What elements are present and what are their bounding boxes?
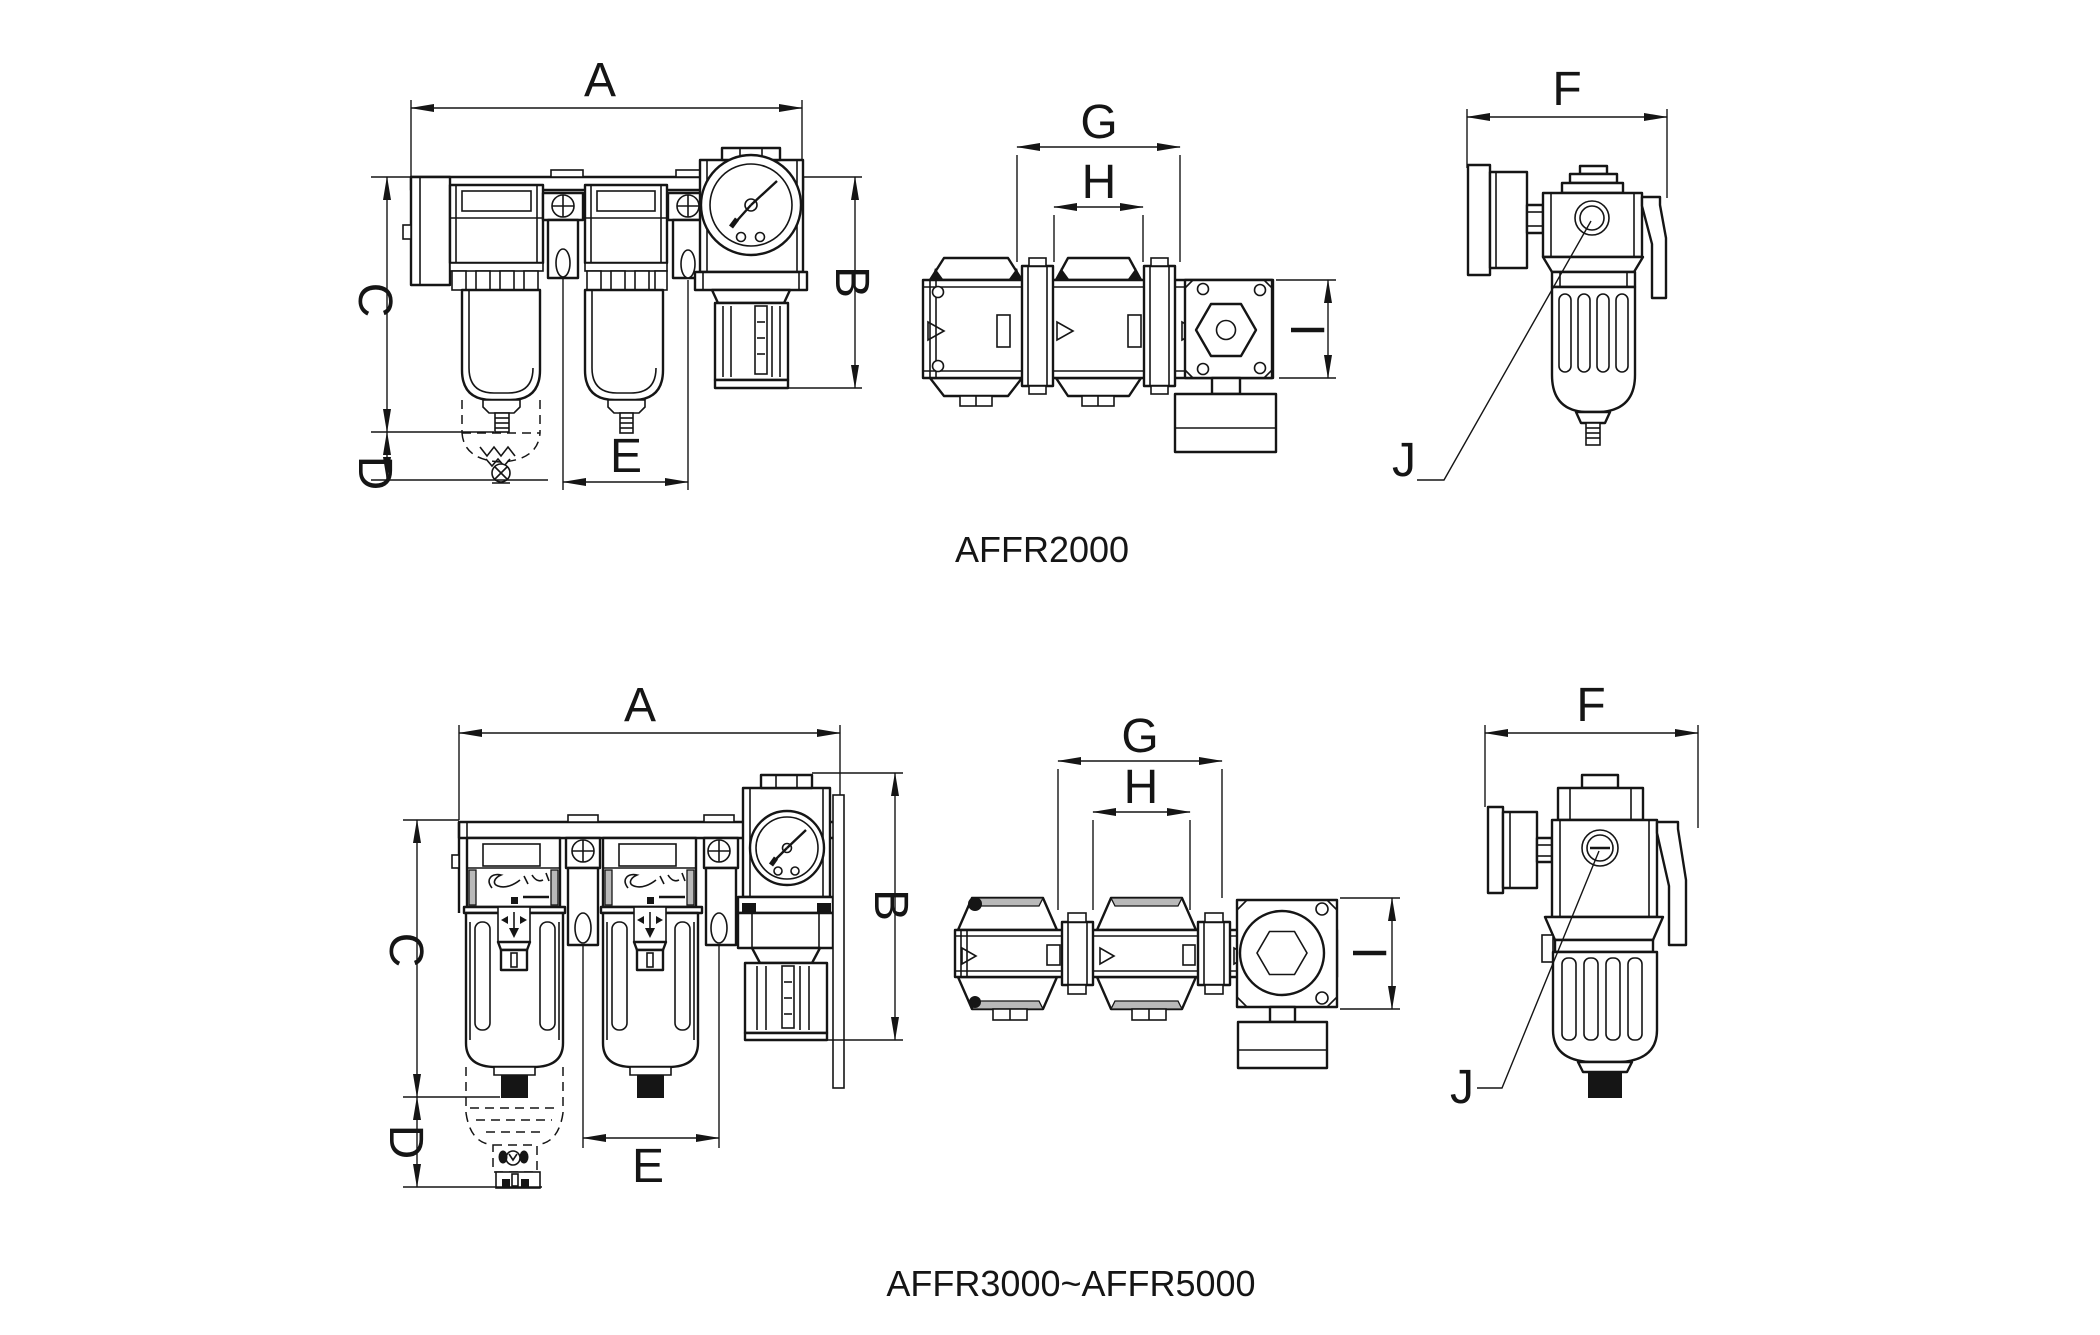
dim-label-h: H bbox=[1124, 761, 1159, 814]
bowl-top bbox=[956, 896, 1059, 1021]
adjust-knob bbox=[713, 301, 790, 390]
dimensions: F J bbox=[1450, 679, 1699, 1114]
affr3000-side-view: F J bbox=[1450, 679, 1699, 1114]
affr2000-side-view: F J bbox=[1392, 63, 1668, 487]
dim-label-c: C bbox=[379, 933, 432, 968]
clamp-band bbox=[1020, 257, 1055, 395]
regulator-top bbox=[1235, 898, 1339, 1070]
drain-plug bbox=[1588, 1072, 1622, 1098]
dim-label-j: J bbox=[1392, 434, 1416, 487]
filter-body bbox=[465, 836, 562, 909]
dimensions: A B C D E bbox=[348, 54, 878, 490]
clamp-band bbox=[1196, 912, 1232, 995]
filter-bowl-side bbox=[1541, 255, 1645, 446]
dim-label-g: G bbox=[1080, 96, 1117, 149]
clamp bbox=[541, 191, 585, 280]
dim-label-a: A bbox=[584, 54, 616, 107]
flow-arrow-icon bbox=[1099, 946, 1116, 966]
regulator bbox=[736, 773, 845, 1089]
dim-label-g: G bbox=[1121, 710, 1158, 763]
filter-body bbox=[601, 836, 698, 909]
dimensions: A B C D E bbox=[379, 679, 917, 1193]
clamp bbox=[702, 836, 740, 947]
filter-bowl bbox=[583, 288, 665, 434]
gauge-needle bbox=[786, 829, 807, 849]
port-boss bbox=[567, 814, 599, 823]
clamp bbox=[666, 191, 709, 280]
filter-bowl-side bbox=[1541, 915, 1665, 1098]
dim-label-f: F bbox=[1552, 63, 1581, 116]
filter-body bbox=[448, 183, 545, 265]
adjust-knob bbox=[743, 961, 829, 1042]
clamp bbox=[564, 836, 602, 947]
dim-label-a: A bbox=[624, 679, 656, 732]
regulator bbox=[693, 146, 809, 390]
dim-label-d: D bbox=[348, 456, 401, 491]
knob-top bbox=[1236, 1020, 1329, 1070]
dim-label-b: B bbox=[864, 889, 917, 921]
affr2000-top-view: G H I bbox=[921, 96, 1336, 454]
brand-logo bbox=[488, 872, 550, 889]
port-boss bbox=[550, 169, 584, 178]
gauge-needle bbox=[750, 180, 778, 206]
clamp-band bbox=[1060, 912, 1095, 995]
latch bbox=[1541, 934, 1554, 963]
dimensions: G H I bbox=[1057, 710, 1400, 1010]
dim-label-c: C bbox=[348, 283, 401, 318]
filter-body bbox=[583, 183, 669, 265]
leader-line bbox=[1417, 220, 1592, 481]
pressure-gauge-side bbox=[1486, 805, 1554, 895]
caption-affr2000: AFFR2000 bbox=[955, 529, 1129, 570]
clamp-band bbox=[1142, 257, 1177, 395]
knob-top bbox=[1173, 392, 1278, 454]
affr3000-top-view: G H I bbox=[953, 710, 1400, 1070]
hex-port bbox=[1194, 302, 1258, 358]
mounting-bracket bbox=[1655, 820, 1688, 947]
dimensions: F J bbox=[1392, 63, 1668, 487]
drain-plug bbox=[501, 1075, 528, 1098]
regulator-top bbox=[1173, 278, 1278, 454]
pressure-gauge bbox=[748, 809, 826, 887]
auto-drain-hidden bbox=[465, 1067, 564, 1189]
dim-label-e: E bbox=[610, 430, 642, 483]
pressure-gauge-side bbox=[1466, 163, 1545, 277]
flow-arrow-icon bbox=[927, 320, 946, 342]
flow-arrow-icon bbox=[1056, 320, 1075, 342]
filter-bowl bbox=[599, 905, 704, 1098]
brand-logo bbox=[624, 872, 686, 889]
dim-label-i: I bbox=[1342, 946, 1395, 959]
flow-arrow-icon bbox=[961, 946, 978, 966]
dim-label-d: D bbox=[379, 1125, 432, 1160]
port-boss bbox=[703, 814, 735, 823]
dim-label-h: H bbox=[1082, 156, 1117, 209]
drain-plug bbox=[637, 1075, 664, 1098]
mounting-bracket bbox=[1640, 195, 1668, 300]
dim-label-j: J bbox=[1450, 1061, 1474, 1114]
caption-affr3000-5000: AFFR3000~AFFR5000 bbox=[886, 1263, 1255, 1304]
leader-line bbox=[1477, 850, 1600, 1089]
filter-bowl bbox=[462, 905, 567, 1098]
dimensions: G H I bbox=[1016, 96, 1336, 379]
dim-label-b: B bbox=[825, 266, 878, 298]
filter-bowl bbox=[460, 288, 542, 433]
hex-port bbox=[1256, 930, 1308, 976]
affr2000-front-view: A B C D E bbox=[348, 54, 878, 490]
mounting-bracket-edge bbox=[832, 794, 845, 1089]
dim-label-i: I bbox=[1280, 323, 1333, 336]
bowl-ring bbox=[449, 262, 668, 291]
auto-drain-hidden bbox=[461, 400, 541, 484]
pressure-gauge bbox=[699, 153, 803, 257]
affr3000-front-view: A B C D E bbox=[379, 679, 917, 1193]
dim-label-f: F bbox=[1576, 679, 1605, 732]
regulator-side-body bbox=[1541, 164, 1668, 300]
regulator-side-body bbox=[1550, 773, 1688, 947]
drain-stem bbox=[1585, 422, 1601, 446]
dim-label-e: E bbox=[632, 1140, 664, 1193]
